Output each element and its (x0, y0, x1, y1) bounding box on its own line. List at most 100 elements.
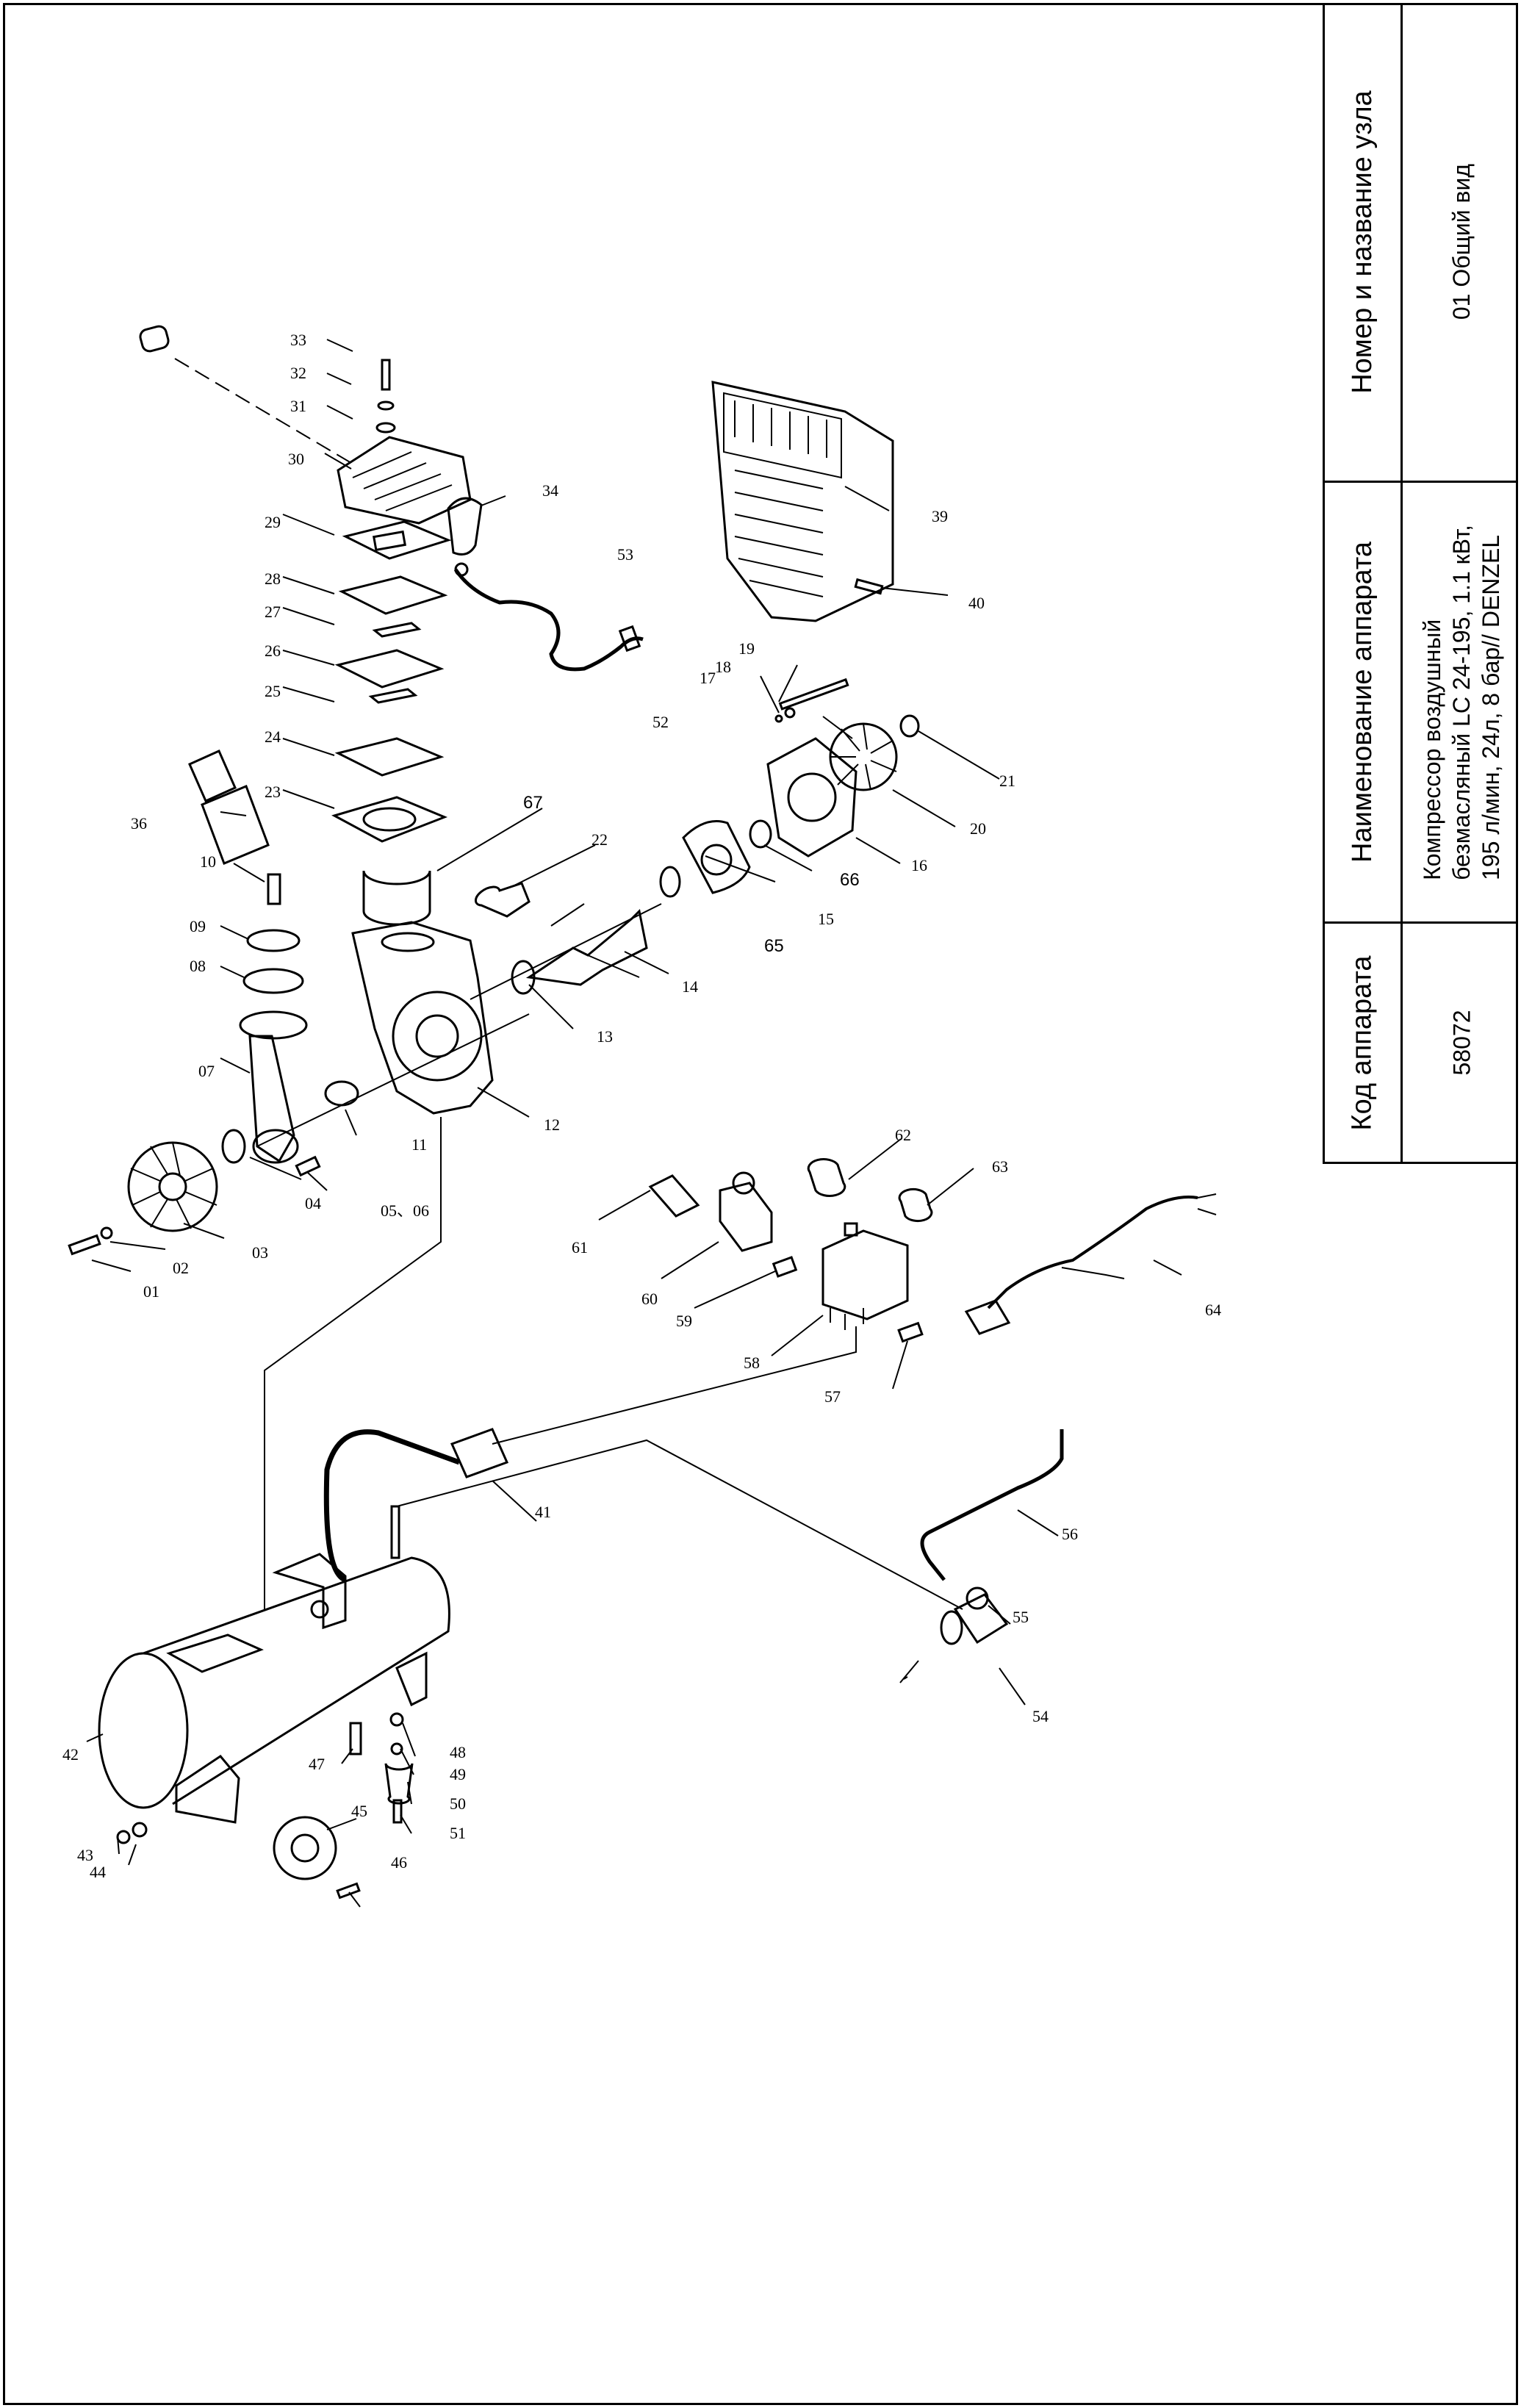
piston-cup-09 (246, 929, 301, 952)
washer-48 (389, 1712, 404, 1727)
label-30: 30 (288, 450, 304, 468)
head-bolt-33 (381, 359, 391, 391)
node-header-cell: Номер и название узла (1325, 3, 1400, 481)
exploded-diagram: 01 02 03 04 05、06 07 08 09 10 11 12 13 1… (62, 325, 1221, 1908)
clamp-55 (966, 1586, 989, 1610)
label-46: 46 (391, 1853, 407, 1872)
washer-18 (784, 707, 796, 719)
gasket-23 (331, 796, 448, 843)
screw-51 (392, 1799, 403, 1824)
stud (390, 1505, 400, 1559)
label-60: 60 (641, 1290, 658, 1308)
label-42: 42 (62, 1745, 79, 1764)
label-63: 63 (992, 1157, 1008, 1176)
label-45: 45 (351, 1802, 367, 1820)
elbow-34 (447, 497, 483, 556)
label-43: 43 (77, 1846, 93, 1864)
part-labels: 01 02 03 04 05、06 07 08 09 10 11 12 13 1… (62, 331, 1221, 1881)
device-code-header-cell: Код аппарата (1325, 924, 1400, 1162)
wheel-45 (273, 1816, 337, 1880)
intake-filter-36 (188, 750, 270, 865)
check-valve-41 (450, 1428, 509, 1478)
label-27: 27 (265, 603, 281, 621)
motor-group (470, 819, 772, 1000)
device-name-header-cell: Наименование аппарата (1325, 483, 1400, 921)
label-19: 19 (738, 639, 755, 658)
bolt-46 (336, 1882, 361, 1900)
label-26: 26 (265, 641, 281, 660)
tank-body-42 (143, 1556, 450, 1805)
ring-66 (749, 819, 772, 849)
drain-group (920, 1429, 1064, 1645)
gasket-23-hole (362, 807, 417, 832)
label-34: 34 (542, 481, 558, 500)
power-cord-64 (987, 1196, 1198, 1309)
valve-plate-24 (334, 737, 445, 777)
valve-54 (953, 1593, 1009, 1645)
label-51: 51 (450, 1824, 466, 1842)
label-12: 12 (544, 1115, 560, 1134)
label-29: 29 (265, 513, 281, 531)
bolt-10 (267, 873, 281, 905)
washer-17 (774, 714, 783, 723)
device-name-line-3: 195 л/мин, 24л, 8 бар// DENZEL (1478, 534, 1504, 880)
tank-group (98, 1428, 509, 1900)
label-21: 21 (999, 772, 1015, 790)
label-01: 01 (143, 1282, 159, 1301)
foot-rear (395, 1651, 428, 1707)
rubber-foot-50 (384, 1763, 414, 1805)
valve-47 (349, 1722, 362, 1755)
label-02: 02 (173, 1259, 189, 1277)
washer-32 (377, 400, 395, 411)
device-name-line-1: Компрессор воздушный (1419, 619, 1445, 880)
connecting-rod-07 (248, 1035, 295, 1163)
rod-56 (920, 1429, 1064, 1581)
label-57: 57 (824, 1387, 841, 1406)
piston-head (239, 1010, 308, 1040)
foot-front (175, 1755, 240, 1824)
label-54: 54 (1032, 1707, 1049, 1725)
label-23: 23 (265, 783, 281, 801)
label-59: 59 (676, 1312, 692, 1330)
valve-plate-29 (342, 520, 452, 560)
label-47: 47 (309, 1755, 325, 1773)
nameplate (166, 1634, 264, 1673)
device-name-header: Наименование аппарата (1347, 542, 1378, 863)
front-fan-03 (127, 1141, 218, 1232)
cap-63 (898, 1187, 933, 1223)
tank-end (98, 1652, 189, 1809)
label-03: 03 (252, 1243, 268, 1262)
label-15: 15 (818, 910, 834, 928)
valve-61 (648, 1174, 700, 1218)
bracket (272, 1553, 347, 1630)
washer-31 (375, 422, 396, 434)
bearing-04 (221, 1129, 246, 1164)
clip-21 (899, 714, 920, 738)
label-08: 08 (190, 957, 206, 975)
rod-eye (252, 1129, 299, 1164)
label-55: 55 (1013, 1608, 1029, 1626)
label-53: 53 (617, 545, 633, 564)
piston-rod-group (221, 873, 321, 1177)
washer-49 (390, 1742, 403, 1755)
pressure-switch-58 (821, 1229, 909, 1320)
shaft-axis (256, 1013, 530, 1147)
valve-plate-28 (338, 575, 448, 615)
title-block-divider-vertical (1400, 3, 1403, 1162)
title-block: Номер и название узла 01 Общий вид Наиме… (1323, 3, 1518, 1164)
label-32: 32 (290, 364, 306, 382)
reed-27 (372, 622, 422, 638)
label-25: 25 (265, 682, 281, 700)
regulator-60 (719, 1182, 773, 1252)
label-52: 52 (652, 713, 669, 731)
nut-43 (116, 1830, 131, 1844)
node-header: Номер и название узла (1347, 90, 1378, 394)
label-58: 58 (744, 1354, 760, 1372)
crankcase-seal-11 (324, 1080, 359, 1107)
label-22: 22 (592, 830, 608, 849)
cylinder-head-group (139, 325, 483, 926)
label-13: 13 (597, 1027, 613, 1046)
device-code-value: 58072 (1448, 1010, 1475, 1076)
label-41: 41 (535, 1503, 551, 1521)
rotor-15 (682, 820, 751, 894)
